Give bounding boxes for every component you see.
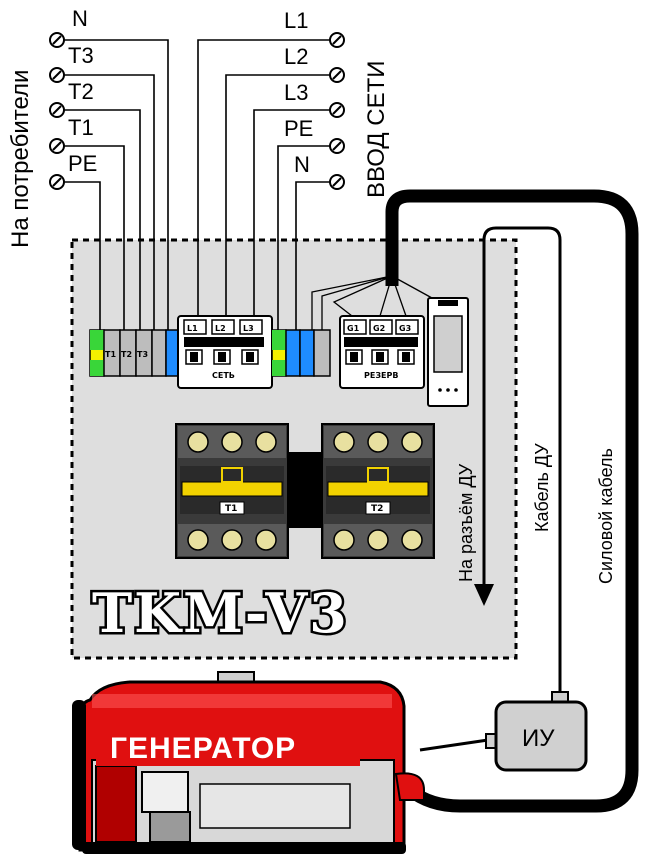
left-block-t1: T1	[105, 350, 116, 359]
iu-to-generator-wire	[419, 738, 489, 752]
contactor-t1-label: T1	[225, 504, 237, 514]
right-terminal-l1: L1	[284, 8, 308, 33]
contactor-t2	[321, 423, 435, 559]
reserve-pole-g2: G2	[373, 324, 385, 333]
reserve-pole-g1: G1	[347, 324, 360, 333]
mains-caption: СЕТЬ	[212, 371, 235, 380]
contactor-t1	[175, 423, 289, 559]
remote-cable-label: Кабель ДУ	[532, 443, 552, 532]
left-block-t3: T3	[137, 350, 148, 359]
interlock-bar	[288, 452, 322, 528]
left-terminal-n: N	[72, 6, 88, 31]
mains-pole-l3: L3	[243, 324, 254, 333]
left-terminal-pe: PE	[68, 151, 97, 176]
reserve-breaker	[339, 315, 425, 389]
power-cable-label: Силовой кабель	[596, 448, 616, 584]
power-cable	[385, 189, 639, 813]
right-terminal-l3: L3	[284, 80, 308, 105]
contactor-t2-label: T2	[371, 504, 383, 514]
right-wires	[197, 39, 330, 336]
interface-unit-label: ИУ	[522, 725, 555, 752]
reserve-caption: РЕЗЕРВ	[364, 371, 398, 380]
consumers-side-label: На потребители	[7, 70, 34, 248]
product-name: TKM-V3	[92, 581, 349, 645]
left-wires	[64, 39, 169, 336]
mains-side-label: ВВОД СЕТИ	[363, 60, 390, 198]
right-terminal-screws	[329, 32, 345, 190]
mains-pole-l2: L2	[215, 324, 226, 333]
left-terminal-screws	[49, 32, 65, 190]
generator-label: ГЕНЕРАТОР	[110, 732, 296, 765]
remote-cable	[482, 226, 562, 700]
left-terminal-t3: T3	[68, 43, 94, 68]
right-terminal-n: N	[294, 152, 310, 177]
reserve-pole-g3: G3	[399, 324, 411, 333]
power-cable-conductors	[311, 275, 433, 330]
middle-terminal-blocks	[271, 329, 331, 377]
left-terminal-t1: T1	[68, 115, 94, 140]
right-terminal-pe: PE	[284, 116, 313, 141]
mains-breaker	[177, 315, 273, 389]
generator-title-band	[96, 724, 360, 766]
interface-unit	[494, 700, 588, 772]
remote-arrow-label: На разъём ДУ	[456, 463, 476, 582]
control-relay-module	[427, 297, 469, 407]
left-terminal-blocks	[89, 329, 181, 377]
mains-pole-l1: L1	[187, 324, 198, 333]
left-block-t2: T2	[121, 350, 132, 359]
remote-arrow-head	[474, 584, 494, 606]
left-terminal-t2: T2	[68, 79, 94, 104]
right-terminal-l2: L2	[284, 44, 308, 69]
